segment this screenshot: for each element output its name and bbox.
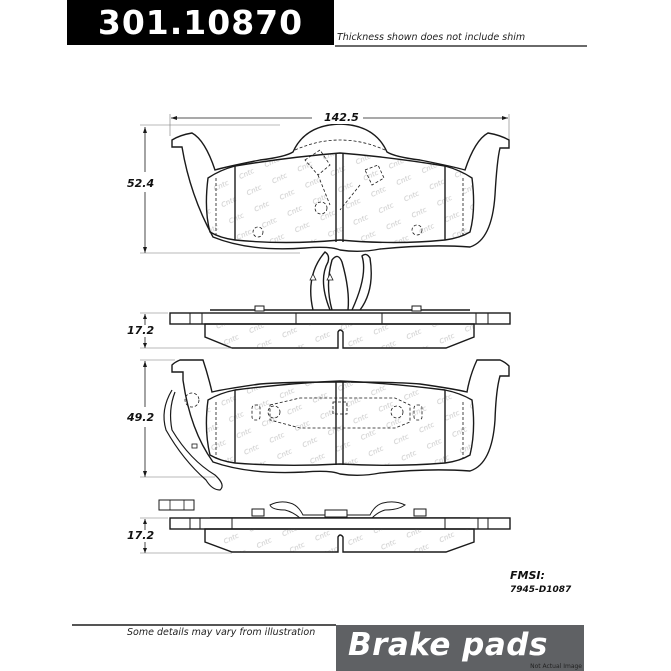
pad2-wear-sensor-wire (163, 389, 223, 491)
fmsi-value: 7945-D1087 (510, 585, 572, 595)
width-label: 142.5 (320, 111, 363, 124)
pad2-thickness-dimension (140, 517, 232, 554)
pad2-height-label: 49.2 (127, 411, 155, 424)
pad1-height-label: 52.4 (127, 177, 155, 190)
product-type-title: Brake pads (348, 627, 548, 663)
product-type-banner: Brake pads Not Actual Image (336, 625, 584, 671)
fmsi-label: FMSI: (510, 569, 545, 582)
pad1-height-dimension (140, 124, 300, 254)
part-number: 301.10870 (97, 3, 304, 42)
thickness-note: Thickness shown does not include shim (335, 32, 587, 47)
pad1-side-view (169, 305, 511, 349)
pad1-clip (309, 251, 372, 311)
pad2-side-view (158, 499, 511, 553)
pad1-thickness-dimension (140, 312, 232, 349)
pad2-friction-material (184, 380, 475, 466)
pad1-thickness-label: 17.2 (127, 324, 155, 337)
part-number-banner: 301.10870 (67, 0, 334, 45)
not-actual-image-note: Not Actual Image (530, 663, 582, 670)
pad1-friction-material (205, 139, 475, 244)
pad2-thickness-label: 17.2 (127, 529, 155, 542)
illustration-note: Some details may vary from illustration (127, 627, 316, 638)
footer-divider (72, 624, 336, 626)
fmsi-block: FMSI: 7945-D1087 (510, 569, 571, 595)
